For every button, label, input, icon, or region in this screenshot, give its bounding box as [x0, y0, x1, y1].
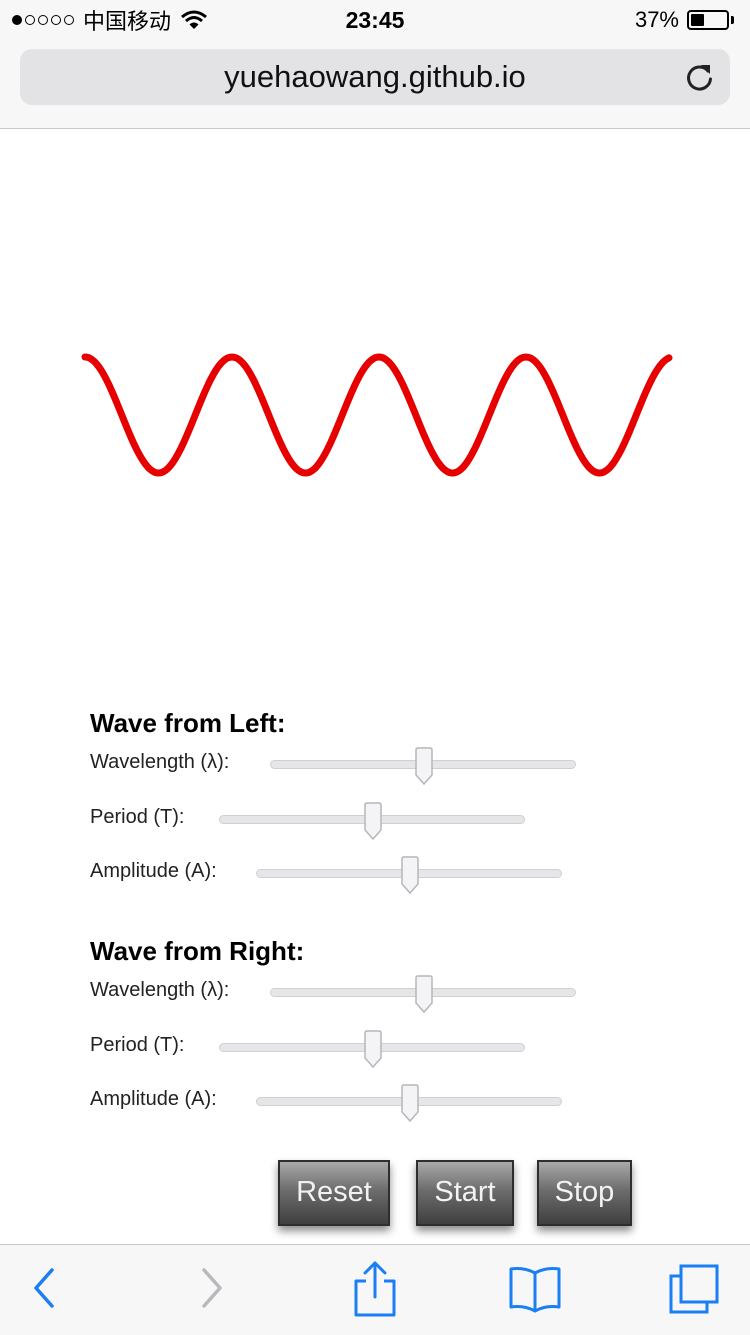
slider-thumb[interactable]	[364, 1030, 382, 1068]
wave-right-title: Wave from Right:	[90, 936, 305, 966]
signal-dot-icon	[64, 15, 74, 25]
url-text[interactable]: yuehaowang.github.io	[224, 59, 526, 94]
wave-left-wavelength-slider[interactable]	[270, 747, 576, 785]
wave-left-period-slider[interactable]	[219, 802, 525, 840]
bookmarks-icon[interactable]	[508, 1265, 562, 1313]
clock: 23:45	[345, 7, 405, 33]
status-bar: 中国移动 23:45 37%	[0, 0, 750, 40]
start-button[interactable]: Start	[416, 1160, 514, 1226]
wave-left-wavelength-label: Wavelength (λ):	[90, 751, 230, 773]
wave-right-wavelength-slider[interactable]	[270, 975, 576, 1013]
wave-left-period-label: Period (T):	[90, 806, 185, 828]
slider-thumb[interactable]	[415, 747, 433, 785]
slider-thumb[interactable]	[401, 1084, 419, 1122]
battery-level-fill	[691, 14, 704, 26]
signal-dot-icon	[12, 15, 22, 25]
forward-icon	[202, 1268, 222, 1308]
reload-icon[interactable]	[684, 61, 716, 93]
signal-dot-icon	[25, 15, 35, 25]
wave-left-amplitude-slider[interactable]	[256, 856, 562, 894]
wave-right-amplitude-slider[interactable]	[256, 1084, 562, 1122]
wave-right-amplitude-label: Amplitude (A):	[90, 1088, 217, 1110]
slider-thumb[interactable]	[415, 975, 433, 1013]
browser-address-area: yuehaowang.github.io	[0, 40, 750, 129]
wave-right-wavelength-label: Wavelength (λ):	[90, 979, 230, 1001]
status-right: 37%	[635, 6, 734, 34]
signal-dot-icon	[38, 15, 48, 25]
carrier-name: 中国移动	[83, 10, 172, 35]
wave-canvas	[0, 129, 750, 689]
slider-thumb[interactable]	[364, 802, 382, 840]
back-icon[interactable]	[30, 1263, 58, 1313]
share-icon[interactable]	[352, 1259, 398, 1319]
slider-thumb[interactable]	[401, 856, 419, 894]
wave-svg	[81, 353, 673, 477]
wave-right-period-slider[interactable]	[219, 1030, 525, 1068]
stop-button[interactable]: Stop	[537, 1160, 632, 1226]
status-left: 中国移动	[12, 6, 207, 35]
browser-toolbar	[0, 1244, 750, 1335]
wave-right-period-label: Period (T):	[90, 1034, 185, 1056]
reset-button[interactable]: Reset	[278, 1160, 390, 1226]
wave-line	[81, 353, 673, 477]
wifi-icon	[181, 10, 207, 29]
wave-left-amplitude-label: Amplitude (A):	[90, 860, 217, 882]
signal-dot-icon	[51, 15, 61, 25]
wave-left-title: Wave from Left:	[90, 708, 286, 738]
battery-icon	[687, 10, 729, 30]
battery-percentage: 37%	[634, 7, 679, 32]
battery-cap	[731, 16, 734, 24]
tabs-icon[interactable]	[668, 1263, 720, 1315]
address-bar[interactable]: yuehaowang.github.io	[20, 49, 730, 105]
